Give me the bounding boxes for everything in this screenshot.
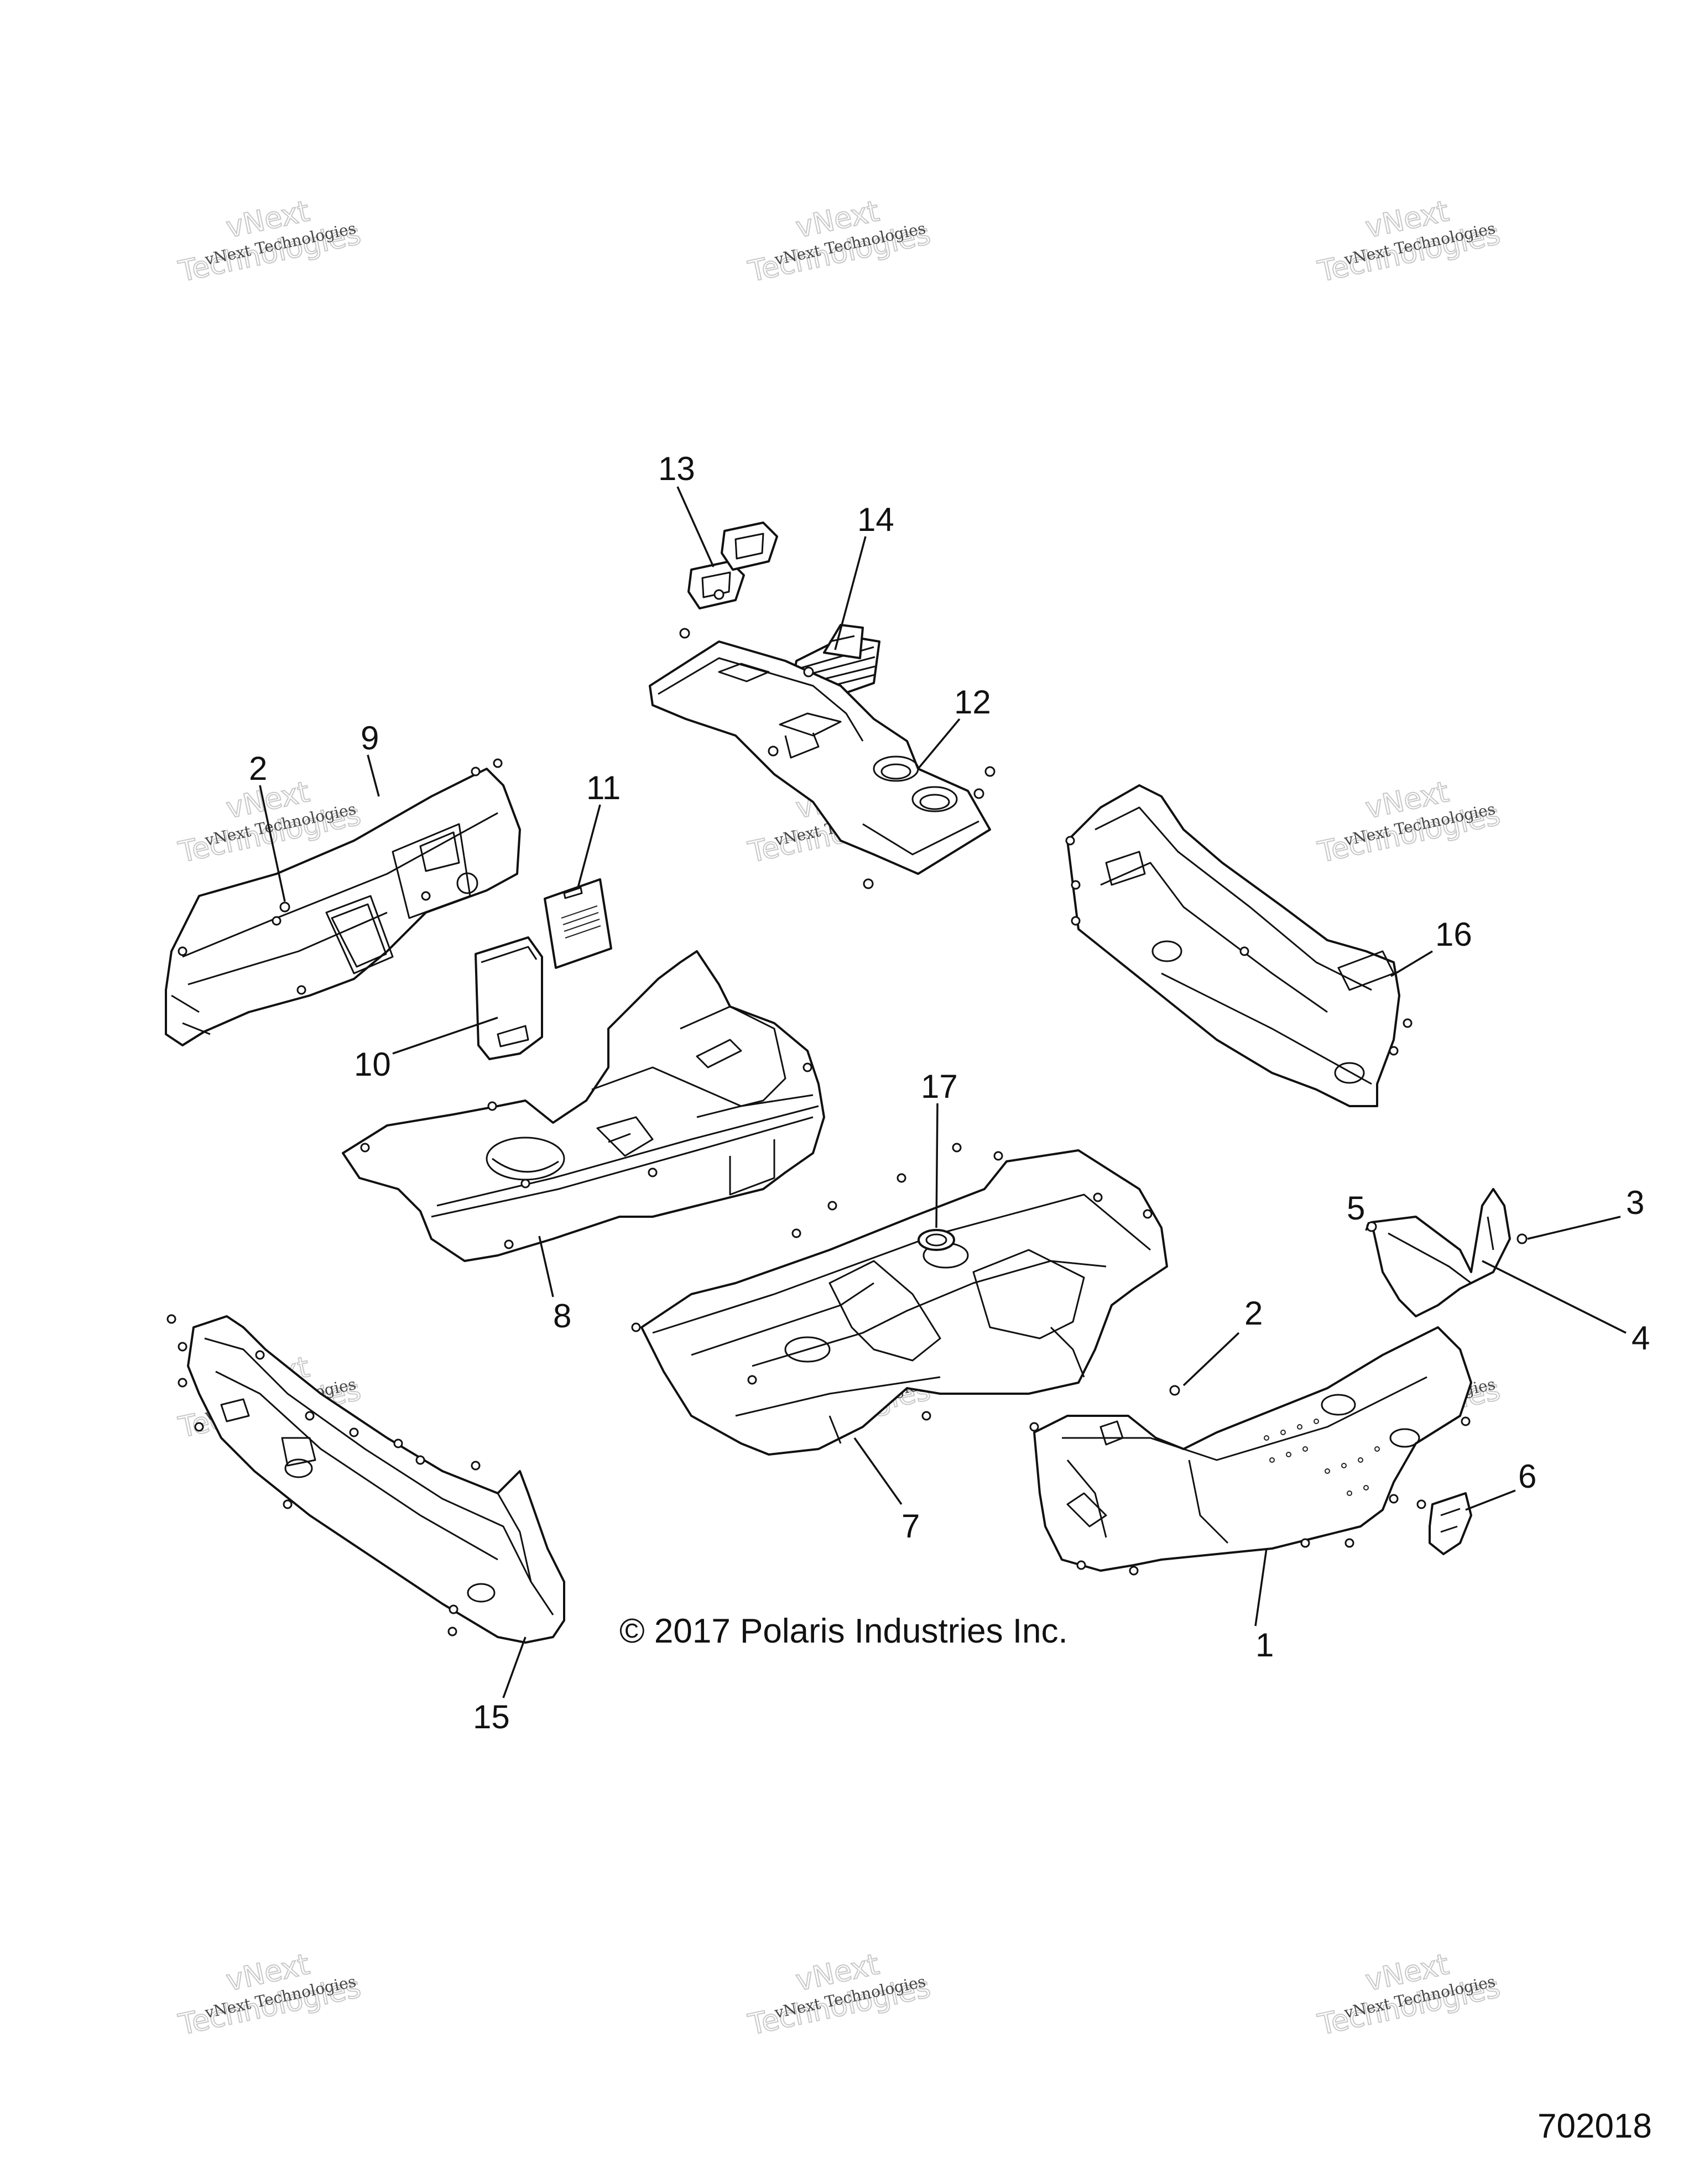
callout-4: 4 xyxy=(1632,1320,1650,1357)
callout-2-lower: 2 xyxy=(1244,1295,1263,1332)
copyright-notice: © 2017 Polaris Industries Inc. xyxy=(619,1612,1068,1650)
part-8-tunnel-panel xyxy=(342,950,825,1262)
callout-5: 5 xyxy=(1347,1190,1365,1227)
part-16-right-side-panel xyxy=(1065,784,1413,1107)
part-6-bracket xyxy=(1429,1492,1472,1555)
drawing-number: 702018 xyxy=(1538,2107,1652,2145)
part-15-left-side-panel xyxy=(166,1314,565,1644)
panel-holes xyxy=(1264,1419,1380,1496)
leader-lines xyxy=(259,486,1627,1698)
part-2-fastener-lower xyxy=(1169,1385,1180,1396)
part-9-dash-panel xyxy=(165,758,521,1046)
callout-2-upper: 2 xyxy=(249,750,267,787)
callout-13: 13 xyxy=(658,450,695,487)
watermark-bottom-right: Technologies vNext vNext Technologies xyxy=(1315,1947,1504,2042)
callout-8: 8 xyxy=(553,1297,571,1335)
callout-12: 12 xyxy=(954,684,991,721)
callout-3: 3 xyxy=(1626,1184,1644,1221)
part-2-fastener-upper xyxy=(279,901,290,913)
watermark-bottom-center: Technologies vNext vNext Technologies xyxy=(745,1947,934,2042)
callout-14: 14 xyxy=(857,501,894,538)
callout-10: 10 xyxy=(354,1046,391,1083)
part-4-rear-shroud xyxy=(1370,1188,1511,1317)
callout-9: 9 xyxy=(361,720,379,757)
part-3-fastener xyxy=(1516,1233,1528,1244)
watermark-mid-right: Technologies vNext vNext Technologies xyxy=(1315,775,1504,870)
watermark-top-right: Technologies vNext vNext Technologies xyxy=(1315,194,1504,289)
part-12-center-console xyxy=(649,589,996,889)
callout-11: 11 xyxy=(586,769,621,806)
callout-7: 7 xyxy=(901,1508,920,1545)
callout-17: 17 xyxy=(921,1068,958,1105)
part-10-glovebox-door xyxy=(475,936,543,1060)
callout-1: 1 xyxy=(1255,1627,1274,1664)
watermark-top-left: Technologies vNext vNext Technologies xyxy=(175,194,364,289)
part-13-boots xyxy=(687,522,778,609)
part-1-rear-panel xyxy=(1029,1326,1472,1576)
watermark-bottom-left: Technologies vNext vNext Technologies xyxy=(175,1947,364,2042)
callout-6: 6 xyxy=(1518,1458,1536,1495)
callout-15: 15 xyxy=(473,1698,510,1735)
callout-labels: 13 14 12 9 2 11 10 8 17 16 5 3 4 2 6 7 1… xyxy=(249,450,1650,1735)
part-11-cover-plate xyxy=(544,878,612,969)
part-17-drain-plug xyxy=(918,1229,955,1251)
watermark-top-center: Technologies vNext vNext Technologies xyxy=(745,194,934,289)
callout-16: 16 xyxy=(1435,916,1472,953)
part-7-floor-pan xyxy=(631,1143,1168,1456)
